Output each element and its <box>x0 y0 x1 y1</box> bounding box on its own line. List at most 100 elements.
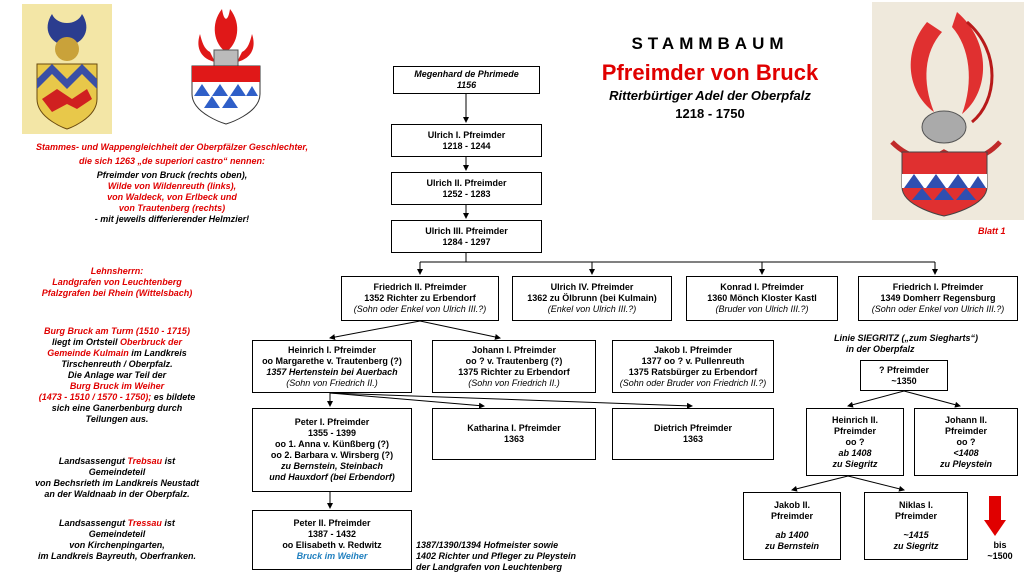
jakob-2-name-1: Jakob II. <box>773 500 810 510</box>
tressau-text: Landsassengut Tressau ist Gemeindeteil v… <box>4 518 230 562</box>
ulrich-4-name: Ulrich IV. Pfreimder <box>550 282 634 292</box>
tressau-line-3: von Kirchenpingarten, <box>69 540 165 550</box>
person-unknown-pfreimder[interactable]: ? Pfreimder ~1350 <box>860 360 948 391</box>
trebsau-line-1a: Landsassengut <box>58 456 128 466</box>
burg-line-7a: (1473 - 1510 / 1570 - 1750); <box>38 392 152 402</box>
wappen-line-3: Pfreimder von Bruck (rechts oben), <box>96 170 248 180</box>
johann-2-name-2: Pfreimder <box>944 425 988 436</box>
peter-1-years: 1355 - 1399 <box>307 428 357 438</box>
bis-line-1: bis <box>993 540 1007 550</box>
lehns-line-2: Landgrafen von Leuchtenberg <box>52 277 182 287</box>
coat-of-arms-left <box>22 4 112 134</box>
jakob-2-name-2: Pfreimder <box>770 511 814 521</box>
tressau-line-4: im Landkreis Bayreuth, Oberfranken. <box>37 551 197 561</box>
hofmeister-note: 1387/1390/1394 Hofmeister sowie 1402 Ric… <box>416 540 606 573</box>
dietrich-years: 1363 <box>682 434 704 444</box>
person-niklas-1[interactable]: Niklas I. Pfreimder ~1415 zu Siegritz <box>864 492 968 560</box>
person-ulrich-3[interactable]: Ulrich III. Pfreimder 1284 - 1297 <box>391 220 542 253</box>
person-friedrich-1[interactable]: Friedrich I. Pfreimder 1349 Domherr Rege… <box>858 276 1018 321</box>
megenhard-name: Megenhard de Phrimede <box>414 69 519 79</box>
linie-line-1: Linie SIEGRITZ („zum Siegharts“) <box>834 333 979 343</box>
heinrich-2-seat: zu Siegritz <box>832 458 878 469</box>
person-katharina-1[interactable]: Katharina I. Pfreimder 1363 <box>432 408 596 460</box>
peter-2-name: Peter II. Pfreimder <box>293 518 371 528</box>
linie-siegritz-note: Linie SIEGRITZ („zum Siegharts“) in der … <box>834 333 984 355</box>
katharina-1-years: 1363 <box>503 434 525 444</box>
person-megenhard[interactable]: Megenhard de Phrimede 1156 <box>393 66 540 94</box>
heinrich-2-name-2: Pfreimder <box>833 425 877 436</box>
heinrich-2-name-1: Heinrich II. <box>831 414 878 425</box>
linie-line-2: in der Oberpfalz <box>846 344 915 354</box>
unknown-years: ~1350 <box>891 375 917 386</box>
person-johann-2[interactable]: Johann II. Pfreimder oo ? <1408 zu Pleys… <box>914 408 1018 476</box>
tressau-line-2: Gemeindeteil <box>88 529 146 539</box>
tressau-line-1c: ist <box>161 518 175 528</box>
peter-2-years: 1387 - 1432 <box>307 529 357 539</box>
person-heinrich-2[interactable]: Heinrich II. Pfreimder oo ? ab 1408 zu S… <box>806 408 904 476</box>
ulrich-4-office: 1362 zu Ölbrunn (bei Kulmain) <box>527 293 657 303</box>
burg-line-9: Teilungen aus. <box>85 414 149 424</box>
peter-2-seat: Bruck im Weiher <box>296 551 368 561</box>
friedrich-2-office: 1352 Richter zu Erbendorf <box>364 293 476 303</box>
ulrich-1-name: Ulrich I. Pfreimder <box>427 129 506 140</box>
niklas-1-name-2: Pfreimder <box>894 511 938 521</box>
konrad-1-office: 1360 Mönch Kloster Kastl <box>707 293 817 303</box>
bis-note: bis ~1500 <box>980 540 1020 562</box>
peter-2-spouse: oo Elisabeth v. Redwitz <box>282 540 382 550</box>
johann-2-name-1: Johann II. <box>944 414 987 425</box>
ulrich-2-name: Ulrich II. Pfreimder <box>426 177 507 188</box>
trebsau-line-1b: Trebsau <box>127 456 163 466</box>
jakob-2-date: ab 1400 <box>775 530 809 540</box>
coat-of-arms-pfreimder <box>191 9 261 125</box>
trebsau-text: Landsassengut Trebsau ist Gemeindeteil v… <box>4 456 230 500</box>
person-jakob-2[interactable]: Jakob II. Pfreimder ab 1400 zu Bernstein <box>743 492 841 560</box>
person-ulrich-1[interactable]: Ulrich I. Pfreimder 1218 - 1244 <box>391 124 542 157</box>
burg-line-8: sich eine Ganerbenburg durch <box>51 403 183 413</box>
johann-2-date: <1408 <box>953 447 979 458</box>
trebsau-line-1c: ist <box>162 456 176 466</box>
person-konrad-1[interactable]: Konrad I. Pfreimder 1360 Mönch Kloster K… <box>686 276 838 321</box>
heinrich-2-spouse: oo ? <box>845 436 865 447</box>
trebsau-line-2: Gemeindeteil <box>88 467 146 477</box>
ulrich-2-years: 1252 - 1283 <box>442 188 491 199</box>
person-johann-1[interactable]: Johann I. Pfreimder oo ? v. Trautenberg … <box>432 340 596 393</box>
person-ulrich-2[interactable]: Ulrich II. Pfreimder 1252 - 1283 <box>391 172 542 205</box>
burg-line-7b: es bildete <box>151 392 196 402</box>
wappen-text: Stammes- und Wappengleichheit der Oberpf… <box>4 142 340 225</box>
burg-line-6: Burg Bruck im Weiher <box>69 381 165 391</box>
burg-line-1: Burg Bruck am Turm (1510 - 1715) <box>44 326 190 336</box>
friedrich-1-name: Friedrich I. Pfreimder <box>892 282 984 292</box>
person-dietrich[interactable]: Dietrich Pfreimder 1363 <box>612 408 774 460</box>
sheet-label: Blatt 1 <box>978 226 1006 236</box>
hofmeister-line-2: 1402 Richter und Pfleger zu Pleystein <box>416 551 577 561</box>
ulrich-4-relation: (Enkel von Ulrich III.?) <box>547 304 637 314</box>
peter-1-name: Peter I. Pfreimder <box>294 417 370 427</box>
friedrich-2-name: Friedrich II. Pfreimder <box>373 282 467 292</box>
page-title: STAMMBAUM <box>631 34 789 53</box>
person-friedrich-2[interactable]: Friedrich II. Pfreimder 1352 Richter zu … <box>341 276 499 321</box>
person-ulrich-4[interactable]: Ulrich IV. Pfreimder 1362 zu Ölbrunn (be… <box>512 276 672 321</box>
johann-1-relation: (Sohn von Friedrich II.) <box>468 377 560 388</box>
tressau-line-1a: Landsassengut <box>59 518 128 528</box>
friedrich-1-relation: (Sohn oder Enkel von Ulrich III.?) <box>871 304 1005 314</box>
burg-line-4: Tirschenreuth / Oberpfalz. <box>61 359 173 369</box>
person-peter-2[interactable]: Peter II. Pfreimder 1387 - 1432 oo Elisa… <box>252 510 412 570</box>
person-heinrich-1[interactable]: Heinrich I. Pfreimder oo Margarethe v. T… <box>252 340 412 393</box>
burg-line-3: Gemeinde Kulmain <box>47 348 129 358</box>
burg-line-2b: Oberbruck der <box>119 337 183 347</box>
person-peter-1[interactable]: Peter I. Pfreimder 1355 - 1399 oo 1. Ann… <box>252 408 412 492</box>
jakob-2-seat: zu Bernstein <box>764 541 819 551</box>
hofmeister-line-3: der Landgrafen von Leuchtenberg <box>416 562 563 572</box>
dietrich-name: Dietrich Pfreimder <box>653 423 733 433</box>
trebsau-line-4: an der Waldnaab in der Oberpfalz. <box>44 489 190 499</box>
trebsau-line-3: von Bechsrieth im Landkreis Neustadt <box>34 478 200 488</box>
burg-line-5: Die Anlage war Teil der <box>67 370 167 380</box>
katharina-1-name: Katharina I. Pfreimder <box>467 423 561 433</box>
niklas-1-date: ~1415 <box>903 530 929 540</box>
peter-1-seat-2: und Hauxdorf (bei Erbendorf) <box>269 472 395 482</box>
friedrich-2-relation: (Sohn oder Enkel von Ulrich III.?) <box>353 304 487 314</box>
tressau-line-1b: Tressau <box>127 518 162 528</box>
friedrich-1-office: 1349 Domherr Regensburg <box>880 293 996 303</box>
year-range: 1218 - 1750 <box>675 106 745 121</box>
person-jakob-1[interactable]: Jakob I. Pfreimder 1377 oo ? v. Pullenre… <box>612 340 774 393</box>
